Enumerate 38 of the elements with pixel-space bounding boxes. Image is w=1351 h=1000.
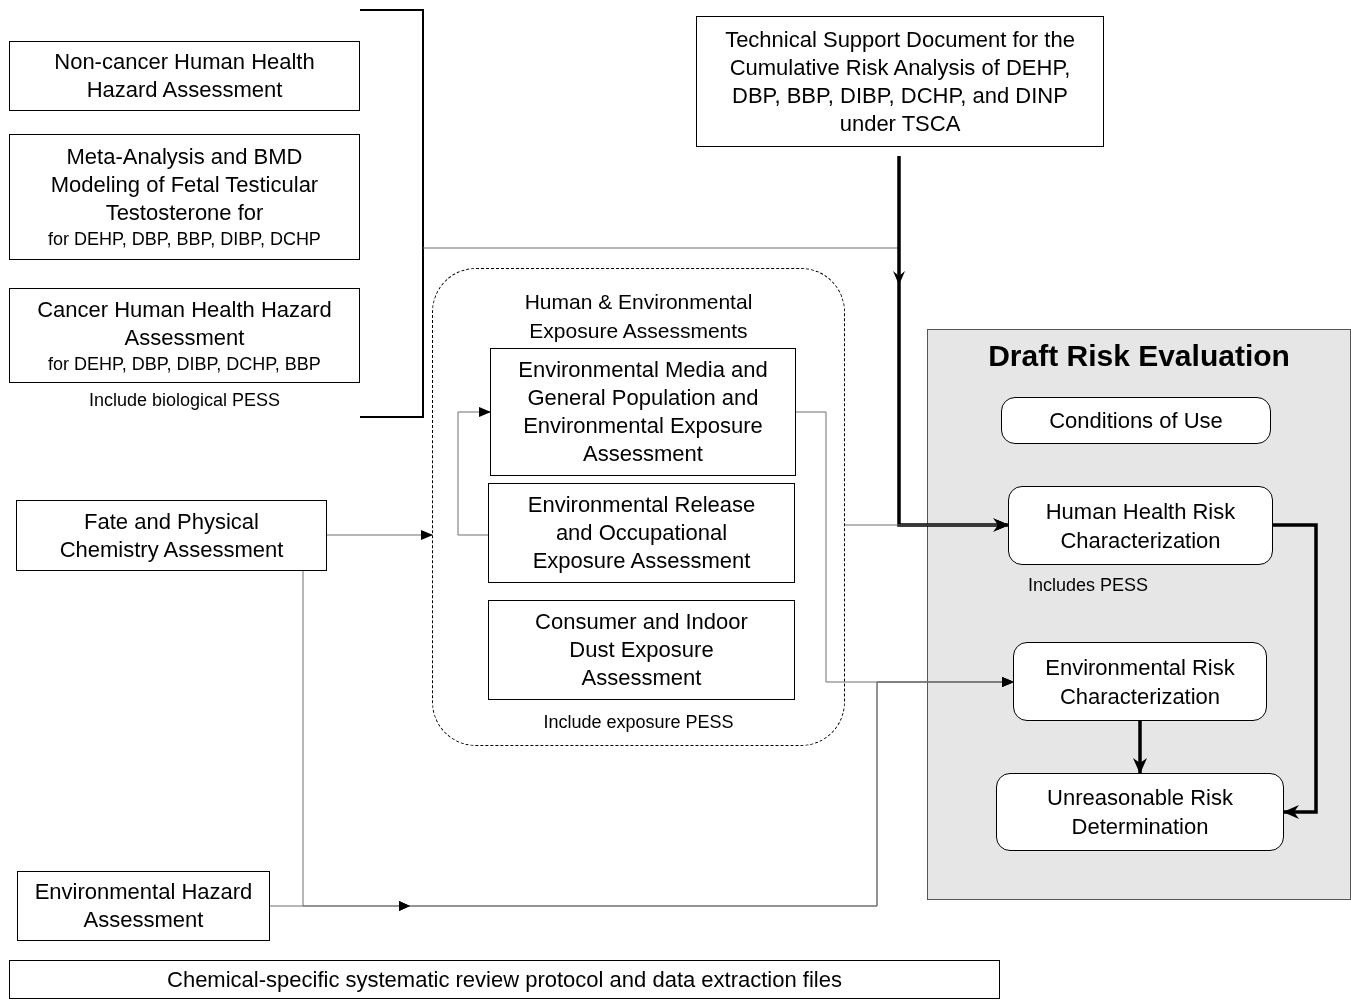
process-box bbox=[16, 500, 327, 571]
box-subtext: for DEHP, DBP, DIBP, DCHP, BBP bbox=[48, 352, 321, 376]
panel-title: Draft Risk Evaluation bbox=[988, 338, 1290, 374]
process-box bbox=[488, 483, 795, 583]
panel bbox=[927, 329, 1351, 900]
box-text: Environmental Risk Characterization bbox=[1044, 653, 1236, 711]
box-text: Environmental Release and Occupational Exposure Assessment bbox=[526, 491, 757, 575]
box-text: Chemical-specific systematic review protocol and data extraction files bbox=[167, 965, 842, 994]
box-text: Conditions of Use bbox=[1049, 407, 1223, 435]
process-box bbox=[696, 16, 1104, 147]
process-box bbox=[1008, 486, 1273, 565]
box-text: Cancer Human Health Hazard Assessment bbox=[36, 295, 333, 352]
bracket bbox=[359, 9, 424, 418]
box-text: Technical Support Document for the Cumulative Risk Analysis of DEHP, DBP, BBP, DIBP, DCHP, and DINP under TSCA bbox=[724, 25, 1076, 138]
box-text: Fate and Physical Chemistry Assessment bbox=[58, 507, 285, 564]
note-text: Includes PESS bbox=[1027, 574, 1149, 597]
box-text: Non-cancer Human Health Hazard Assessment bbox=[53, 48, 316, 104]
process-box bbox=[9, 288, 360, 383]
group-note: Include exposure PESS bbox=[543, 711, 734, 734]
process-box bbox=[17, 871, 270, 941]
box-subtext: for DEHP, DBP, BBP, DIBP, DCHP bbox=[48, 228, 321, 251]
process-box bbox=[9, 41, 360, 111]
group-title: Human & Environmental Exposure Assessments bbox=[523, 289, 754, 344]
process-box bbox=[9, 134, 360, 260]
process-box bbox=[488, 600, 795, 700]
process-box bbox=[1001, 397, 1271, 444]
process-box bbox=[9, 960, 1000, 999]
box-text: Unreasonable Risk Determination bbox=[1046, 784, 1234, 841]
dashed-group-box bbox=[432, 268, 845, 746]
box-text: Environmental Media and General Population and Environmental Exposure Assessment bbox=[517, 356, 769, 468]
box-text: Environmental Hazard Assessment bbox=[33, 878, 254, 934]
box-text: Consumer and Indoor Dust Exposure Assessment bbox=[534, 608, 749, 692]
process-box bbox=[1013, 642, 1267, 721]
process-box bbox=[490, 348, 796, 476]
process-box bbox=[996, 773, 1284, 851]
box-text: Meta-Analysis and BMD Modeling of Fetal Testicular Testosterone for bbox=[49, 143, 320, 227]
note-text: Include biological PESS bbox=[88, 389, 281, 412]
box-text: Human Health Risk Characterization bbox=[1044, 497, 1237, 555]
